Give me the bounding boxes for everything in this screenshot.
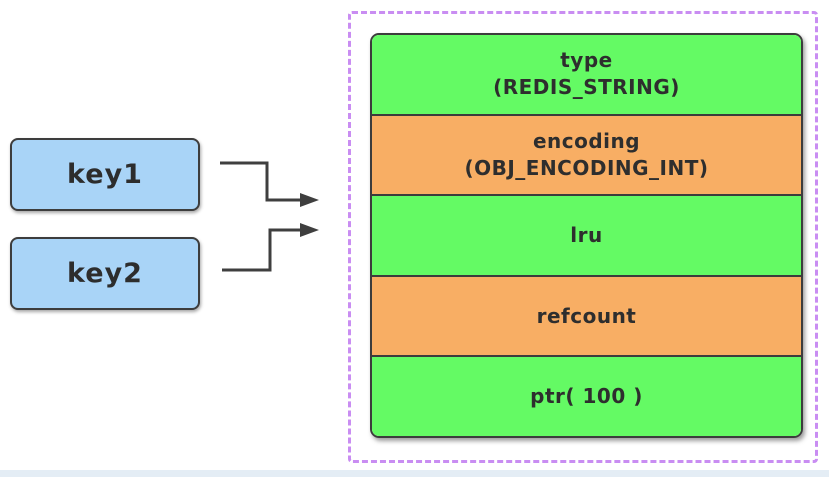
field-row-refcount: refcount bbox=[372, 274, 801, 356]
field-row-type: type (REDIS_STRING) bbox=[372, 35, 801, 114]
field-refcount-name: refcount bbox=[536, 303, 637, 328]
key1-arrowhead-icon bbox=[300, 193, 319, 207]
field-row-lru: lru bbox=[372, 194, 801, 275]
key1-node: key1 bbox=[10, 138, 200, 211]
key1-arrow bbox=[220, 161, 319, 207]
bottom-edge-strip bbox=[0, 470, 829, 477]
key1-label: key1 bbox=[67, 159, 143, 190]
field-type-value: (REDIS_STRING) bbox=[493, 75, 680, 100]
field-type-name: type bbox=[560, 48, 613, 73]
field-lru-name: lru bbox=[570, 222, 603, 247]
key2-label: key2 bbox=[67, 258, 143, 289]
field-encoding-value: (OBJ_ENCODING_INT) bbox=[464, 155, 709, 180]
field-ptr-name: ptr( 100 ) bbox=[530, 384, 643, 409]
redis-object-field-stack: type (REDIS_STRING) encoding (OBJ_ENCODI… bbox=[370, 33, 803, 438]
field-encoding-name: encoding bbox=[532, 128, 641, 153]
key2-arrow bbox=[222, 223, 319, 272]
key2-arrowhead-icon bbox=[300, 223, 319, 237]
field-row-ptr: ptr( 100 ) bbox=[372, 355, 801, 436]
field-row-encoding: encoding (OBJ_ENCODING_INT) bbox=[372, 113, 801, 195]
key2-node: key2 bbox=[10, 237, 200, 310]
